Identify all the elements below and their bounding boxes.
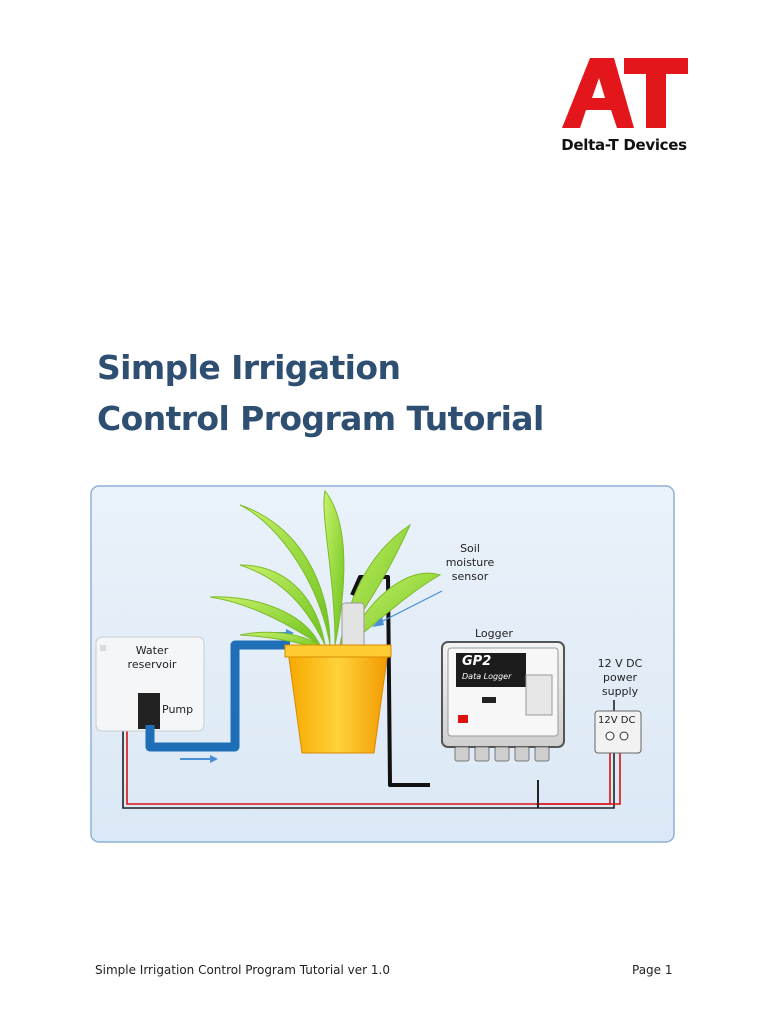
logger-subtitle: Data Logger: [462, 672, 512, 681]
document-title: Simple Irrigation Control Program Tutori…: [97, 342, 544, 444]
sensor-label: Soil moisture sensor: [445, 542, 495, 583]
at-logo-mark: [562, 58, 688, 128]
logger-label: Logger: [475, 627, 513, 640]
sensor-cable: [350, 575, 430, 787]
leaf: [209, 596, 322, 647]
irrigation-diagram: Water reservoir Pump Soil moisture senso…: [90, 485, 675, 843]
power-supply-label: 12 V DC power supply: [597, 657, 643, 698]
power-box-label: 12V DC: [598, 715, 636, 726]
power-supply: [594, 710, 642, 754]
power-cable: [126, 677, 611, 805]
plant-pot: [287, 650, 389, 754]
title-line-2: Control Program Tutorial: [97, 399, 544, 438]
diagram-illustration: [90, 485, 675, 843]
company-name: Delta-T Devices: [561, 136, 687, 154]
ground-cable: [122, 677, 615, 809]
footer-page-number: Page 1: [632, 963, 673, 977]
soil-moisture-sensor: [341, 602, 365, 650]
delta-t-logo: Delta-T Devices: [556, 58, 692, 158]
pump-label: Pump: [162, 703, 194, 716]
water-hose: [145, 640, 290, 752]
pump: [138, 693, 160, 729]
footer-document-title: Simple Irrigation Control Program Tutori…: [95, 963, 390, 977]
reservoir-label: Water reservoir: [127, 644, 177, 671]
title-line-1: Simple Irrigation: [97, 348, 401, 387]
power-cable-2: [536, 743, 621, 805]
logger-brand: GP2: [462, 654, 492, 669]
